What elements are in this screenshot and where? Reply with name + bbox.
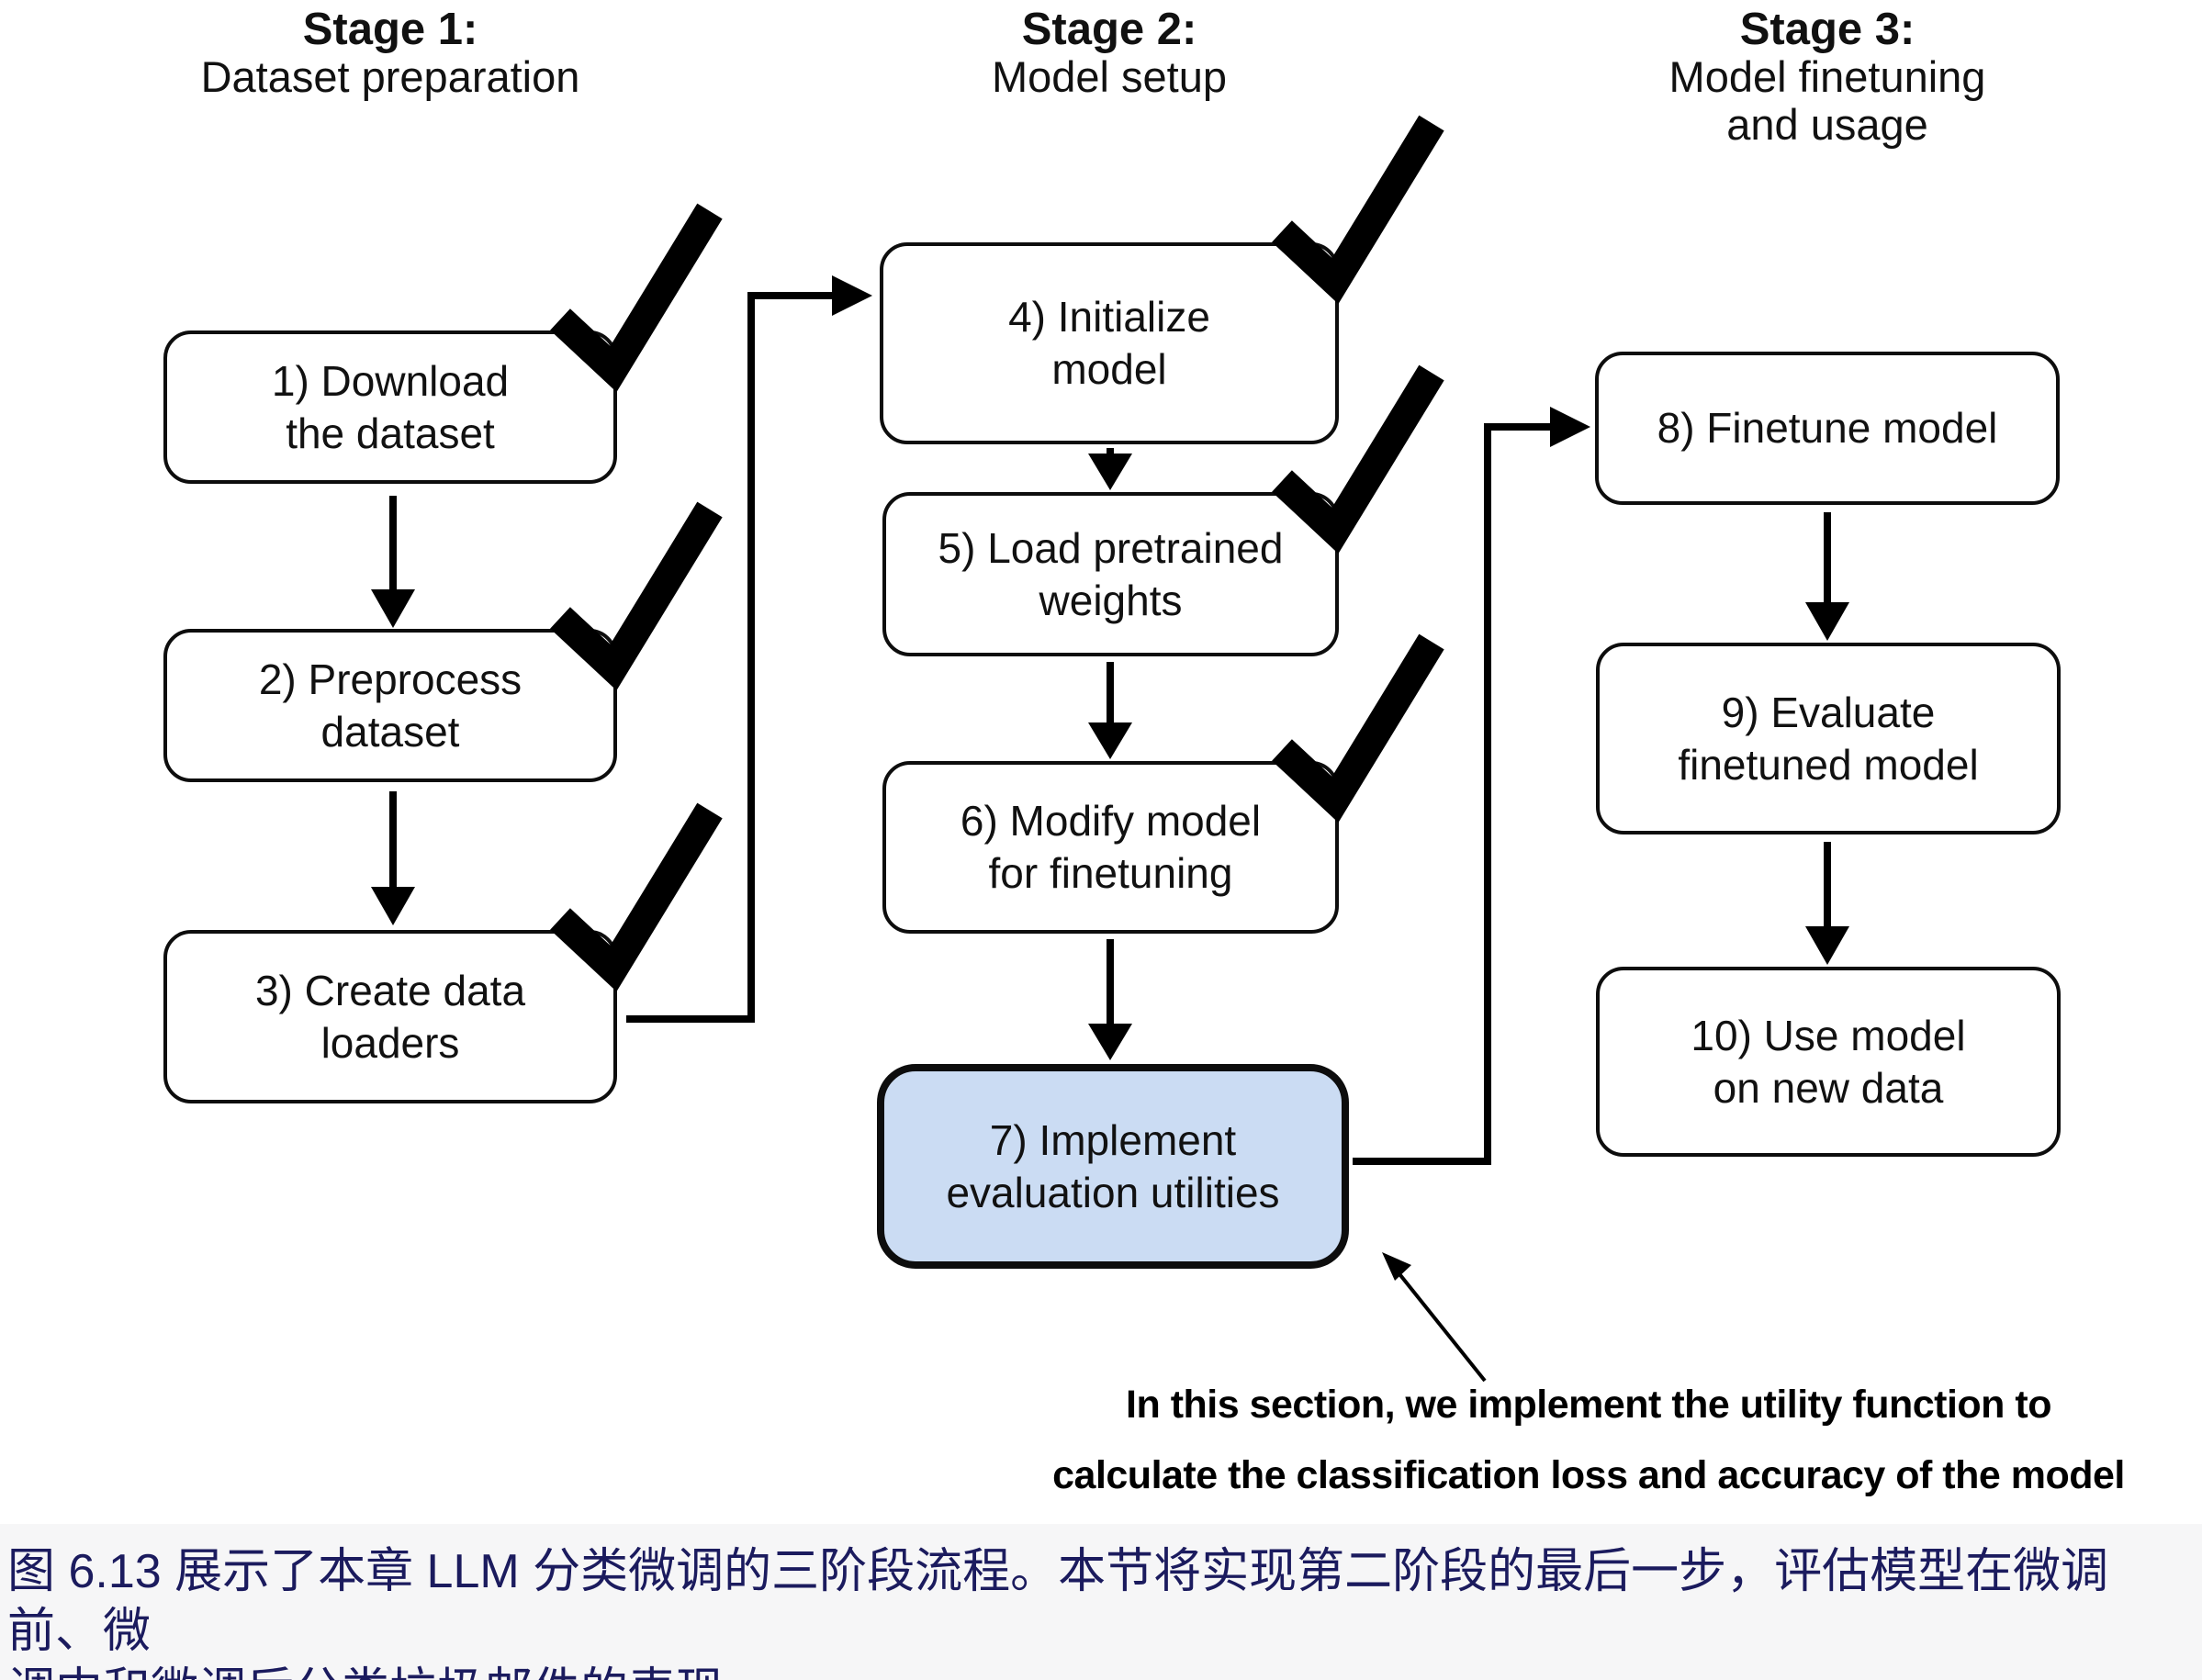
arrow-down-icon: [1805, 512, 1849, 641]
stage-3-header: Stage 3: Model finetuning and usage: [1506, 6, 2149, 149]
figure-caption: 图 6.13 展示了本章 LLM 分类微调的三阶段流程。本节将实现第二阶段的最后…: [7, 1542, 2196, 1680]
step-box-8-finetune-model: 8) Finetune model: [1595, 352, 2060, 505]
stage-title: Stage 3:: [1739, 5, 1916, 54]
step-box-10-use-model-new-data: 10) Use model on new data: [1596, 967, 2061, 1157]
step-label: 6) Modify model: [960, 797, 1262, 845]
step-label: 1) Download: [271, 356, 510, 405]
step-label: 10) Use model: [1691, 1011, 1966, 1059]
stage-title: Stage 2:: [1021, 5, 1197, 54]
step-label: model: [1051, 345, 1167, 393]
annotation-arrow: [1382, 1252, 1487, 1383]
stage-1-header: Stage 1: Dataset preparation: [69, 6, 712, 101]
step-label: for finetuning: [988, 849, 1233, 897]
annotation-line: In this section, we implement the utilit…: [1126, 1383, 2051, 1427]
stage-subtitle-line2: and usage: [1726, 100, 1928, 149]
annotation-line: calculate the classification loss and ac…: [1052, 1453, 2125, 1497]
step-box-2-preprocess-dataset: 2) Preprocess dataset: [163, 629, 617, 782]
figure-caption-line: 调中和微调后分类垃圾邮件的表现。: [7, 1662, 2196, 1680]
step-label: dataset: [320, 707, 460, 756]
step-box-5-load-pretrained-weights: 5) Load pretrained weights: [882, 492, 1339, 656]
step-label: evaluation utilities: [946, 1168, 1280, 1216]
step-box-6-modify-model: 6) Modify model for finetuning: [882, 761, 1339, 934]
step-label: 4) Initialize: [1008, 293, 1210, 341]
arrow-down-icon: [1088, 939, 1132, 1060]
arrow-down-icon: [371, 496, 415, 628]
step-label: loaders: [320, 1018, 460, 1067]
elbow-connector-box7-to-box8: [1353, 407, 1590, 1165]
step-box-4-initialize-model: 4) Initialize model: [880, 242, 1339, 444]
stage-title: Stage 1:: [302, 5, 478, 54]
caption-strip: [0, 1524, 2202, 1680]
step-label: 7) Implement: [989, 1115, 1237, 1164]
stage-subtitle: Model finetuning: [1668, 52, 1986, 101]
step-box-9-evaluate-finetuned-model: 9) Evaluate finetuned model: [1596, 643, 2061, 834]
figure-caption-line: 图 6.13 展示了本章 LLM 分类微调的三阶段流程。本节将实现第二阶段的最后…: [7, 1545, 2109, 1658]
step-label: weights: [1039, 576, 1183, 624]
step-box-3-create-data-loaders: 3) Create data loaders: [163, 930, 617, 1103]
stage-subtitle: Dataset preparation: [200, 52, 580, 101]
arrow-down-icon: [1088, 662, 1132, 759]
elbow-connector-box3-to-box4: [626, 275, 872, 1023]
step-label: on new data: [1713, 1063, 1944, 1112]
arrow-down-icon: [1805, 842, 1849, 965]
step-box-7-implement-evaluation-utilities: 7) Implement evaluation utilities: [877, 1064, 1349, 1269]
step-label: 8) Finetune model: [1657, 404, 1998, 452]
step-label: 5) Load pretrained: [938, 523, 1284, 572]
annotation-note: In this section, we implement the utilit…: [1038, 1370, 2140, 1511]
step-label: 9) Evaluate: [1721, 688, 1936, 736]
step-label: finetuned model: [1678, 740, 1979, 789]
step-box-1-download-dataset: 1) Download the dataset: [163, 330, 617, 484]
arrow-down-icon: [1088, 448, 1132, 490]
step-label: the dataset: [286, 409, 495, 457]
step-label: 2) Preprocess: [258, 655, 522, 703]
arrow-down-icon: [371, 791, 415, 925]
step-label: 3) Create data: [254, 966, 526, 1014]
stage-2-header: Stage 2: Model setup: [788, 6, 1431, 101]
stage-subtitle: Model setup: [991, 52, 1228, 101]
